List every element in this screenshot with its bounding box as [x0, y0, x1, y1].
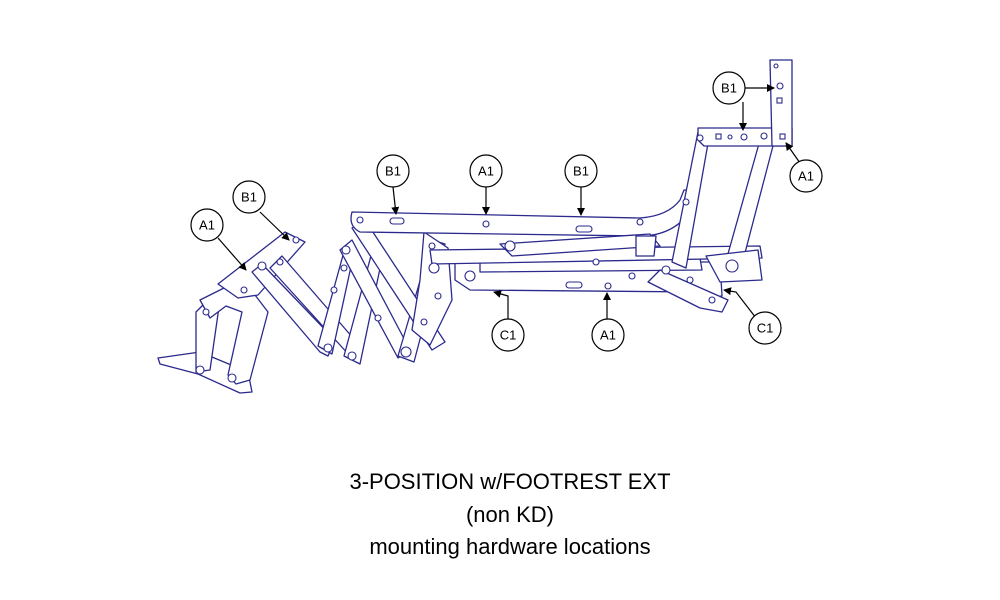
- caption-subtitle: (non KD): [465, 502, 555, 527]
- mechanism-holes: [195, 63, 786, 383]
- callout-c1-left: C1: [491, 318, 525, 352]
- callout-label: A1: [798, 169, 814, 184]
- leader-c1-right: [723, 287, 757, 319]
- callout-label: C1: [500, 328, 517, 343]
- leader-c1-left: [493, 290, 509, 320]
- callout-a1-bottom: A1: [591, 318, 625, 352]
- callout-a1-top-mid: A1: [469, 154, 503, 188]
- callouts: A1 B1 B1 A1 B1 B1 A1 C1: [190, 71, 823, 352]
- leader-a1-back: [785, 142, 801, 164]
- rear-lower-link: [647, 269, 729, 313]
- callout-b1-back: B1: [712, 71, 746, 105]
- callout-label: A1: [478, 164, 494, 179]
- callout-label: B1: [573, 164, 589, 179]
- cross-brace: [499, 233, 661, 257]
- seat-front-post: [635, 235, 657, 257]
- callout-label: B1: [385, 164, 401, 179]
- leader-b1-left: [259, 211, 290, 241]
- callout-b1-top-right: B1: [564, 154, 598, 188]
- seat-rail: [350, 189, 699, 237]
- leader-b1-top-left: [391, 186, 400, 215]
- callout-b1-top-left: B1: [376, 154, 410, 188]
- caption-title: 3-POSITION w/FOOTREST EXT: [349, 469, 671, 494]
- callout-label: B1: [721, 81, 737, 96]
- caption-description: mounting hardware locations: [369, 534, 651, 559]
- callout-label: A1: [199, 218, 215, 233]
- callout-b1-left: B1: [232, 180, 266, 214]
- callout-label: B1: [241, 190, 257, 205]
- callout-c1-right: C1: [748, 311, 782, 345]
- leader-a1-left: [217, 237, 247, 271]
- callout-label: A1: [600, 328, 616, 343]
- callout-leaders: [217, 84, 801, 320]
- mechanism-linkage: [157, 59, 793, 394]
- callout-a1-back: A1: [789, 159, 823, 193]
- callout-a1-left: A1: [190, 208, 224, 242]
- callout-label: C1: [757, 321, 774, 336]
